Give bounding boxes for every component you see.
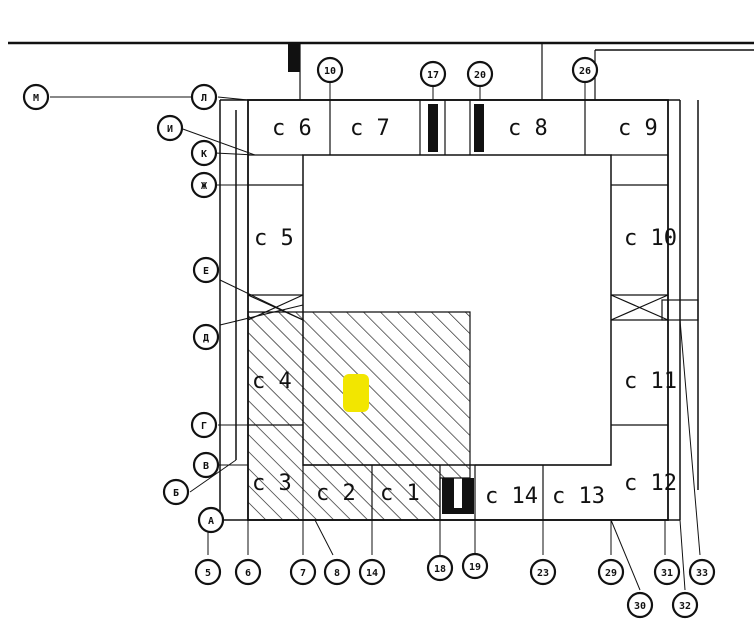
cell-label-c1: c 1 — [380, 481, 420, 506]
door-marker — [288, 44, 300, 72]
column-axis-label: 19 — [469, 562, 481, 573]
column-axis-label: 30 — [634, 601, 646, 612]
axis-bubbles: М Л И К Ж Е Д Г В Б А 5 6 7 8 14 18 19 23 29 30 31 32 33 10 17 20 2… — [22, 56, 716, 619]
column-axis-bubble: 30 — [626, 591, 654, 619]
column-axis-bubble: 18 — [426, 554, 454, 582]
row-axis-label: М — [33, 93, 39, 104]
column-axis-bubble: 8 — [323, 558, 351, 586]
column-axis-bubble: 20 — [466, 60, 494, 88]
column-axis-bubble: 19 — [461, 552, 489, 580]
cell-label-c14: c 14 — [485, 484, 538, 509]
column-axis-label: 18 — [434, 564, 446, 575]
column-axis-bubble: 32 — [671, 591, 699, 619]
row-axis-bubble: Е — [192, 256, 220, 284]
column-axis-label: 5 — [205, 568, 211, 579]
column-axis-bubble: 14 — [358, 558, 386, 586]
cell-label-c9: c 9 — [618, 116, 658, 141]
row-axis-label: Б — [173, 488, 179, 499]
row-axis-label: И — [167, 124, 173, 135]
cell-label-c12: c 12 — [624, 471, 677, 496]
column-axis-label: 31 — [661, 568, 673, 579]
row-axis-label: Л — [201, 93, 207, 104]
column-axis-bubble: 26 — [571, 56, 599, 84]
cell-label-c7: c 7 — [350, 116, 390, 141]
inner-court — [302, 154, 612, 466]
column-axis-bubble: 5 — [194, 558, 222, 586]
column-axis-label: 26 — [579, 66, 591, 77]
column-axis-bubble: 10 — [316, 56, 344, 84]
row-axis-label: Д — [203, 333, 209, 344]
row-axis-bubble: В — [192, 451, 220, 479]
highlight-marker — [343, 374, 369, 412]
cell-label-c11: c 11 — [624, 369, 677, 394]
cell-label-c4: c 4 — [252, 369, 292, 394]
column-axis-bubble: 31 — [653, 558, 681, 586]
column-axis-label: 32 — [679, 601, 691, 612]
row-axis-label: Ж — [201, 181, 207, 192]
row-axis-bubble: К — [190, 139, 218, 167]
column-axis-label: 8 — [334, 568, 340, 579]
stair-blocks — [428, 104, 484, 514]
column-axis-bubble: 33 — [688, 558, 716, 586]
column-axis-label: 23 — [537, 568, 549, 579]
column-axis-bubble: 7 — [289, 558, 317, 586]
row-axis-bubble: А — [197, 506, 225, 534]
row-axis-bubble: Д — [192, 323, 220, 351]
row-axis-label: А — [208, 516, 214, 527]
column-axis-bubble: 23 — [529, 558, 557, 586]
column-axis-bubble: 17 — [419, 60, 447, 88]
row-axis-bubble: М — [22, 83, 50, 111]
row-axis-bubble: Б — [162, 478, 190, 506]
row-axis-label: Г — [201, 421, 207, 432]
column-axis-label: 7 — [300, 568, 306, 579]
cell-label-c3: c 3 — [252, 471, 292, 496]
column-axis-label: 10 — [324, 66, 336, 77]
cell-labels: c 6 c 7 c 8 c 9 c 5 c 10 c 4 c 11 c 3 c 2 c 1 c 14 c… — [252, 116, 677, 509]
axis-lines — [50, 72, 701, 591]
column-axis-label: 33 — [696, 568, 708, 579]
cell-label-c10: c 10 — [624, 226, 677, 251]
row-axis-bubble: Л — [190, 83, 218, 111]
cell-label-c13: c 13 — [552, 484, 605, 509]
column-axis-label: 17 — [427, 70, 439, 81]
column-axis-bubble: 29 — [597, 558, 625, 586]
column-axis-label: 29 — [605, 568, 617, 579]
row-axis-bubble: Ж — [190, 171, 218, 199]
row-axis-label: В — [203, 461, 209, 472]
row-axis-label: К — [201, 149, 207, 160]
column-axis-label: 20 — [474, 70, 486, 81]
cell-label-c2: c 2 — [316, 481, 356, 506]
column-axis-label: 14 — [366, 568, 378, 579]
cell-label-c5: c 5 — [254, 226, 294, 251]
row-axis-bubble: И — [156, 114, 184, 142]
row-axis-bubble: Г — [190, 411, 218, 439]
column-axis-bubble: 6 — [234, 558, 262, 586]
divider — [610, 294, 669, 321]
cell-label-c6: c 6 — [272, 116, 312, 141]
row-axis-label: Е — [203, 266, 209, 277]
column-axis-label: 6 — [245, 568, 251, 579]
cell-label-c8: c 8 — [508, 116, 548, 141]
